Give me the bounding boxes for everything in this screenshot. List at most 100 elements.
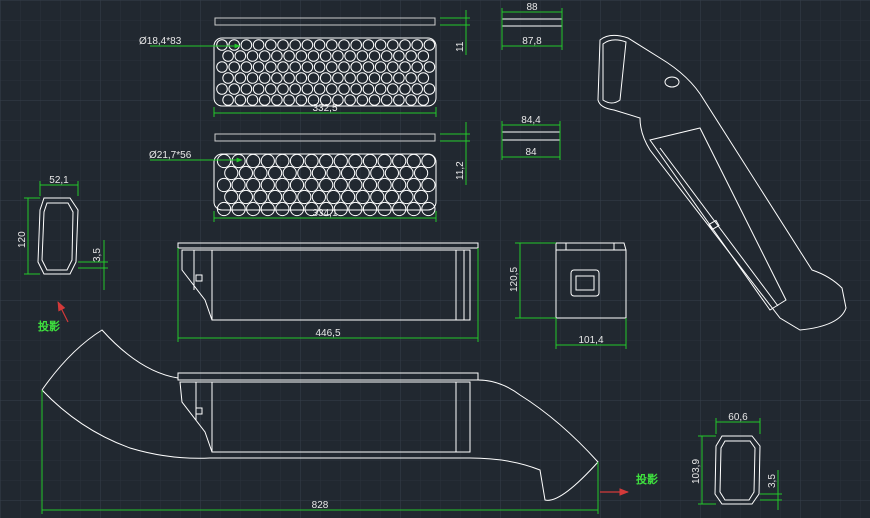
perforation-hole [319, 94, 332, 106]
perforation-hole [344, 94, 356, 106]
perforation-hole [332, 94, 344, 106]
perforation-hole [333, 201, 348, 217]
perforation-hole [332, 50, 344, 62]
perforation-hole [414, 189, 429, 205]
perforation-hole [253, 189, 268, 205]
battery-length-label: 446,5 [315, 328, 340, 339]
right-profile [714, 435, 761, 505]
perforation-hole [362, 61, 375, 73]
perforation-hole [405, 94, 417, 106]
perforation-hole [326, 83, 338, 95]
perforation-hole [260, 201, 275, 217]
perforation-hole [275, 201, 290, 217]
perforation-hole [333, 153, 348, 169]
perforation-hole [271, 50, 283, 62]
perforation-hole [313, 83, 326, 95]
perforation-hole [268, 165, 283, 181]
perforation-hole [289, 201, 305, 217]
perforation-hole [282, 165, 297, 181]
perforation-hole [348, 177, 363, 193]
perforation-hole [304, 153, 319, 169]
perforation-hole [282, 189, 297, 205]
perforation-hole [370, 165, 385, 181]
battery-length-dim [177, 248, 479, 342]
perforation-hole [356, 50, 369, 62]
top-panel-thickness-label: 11 [455, 41, 466, 52]
perforation-hole [283, 72, 295, 84]
perforation-hole [297, 165, 312, 181]
perforation-hole [319, 50, 332, 62]
perforation-hole [362, 39, 375, 51]
perforation-hole [326, 39, 338, 51]
perforation-hole [313, 61, 326, 73]
perforation-hole [423, 83, 436, 95]
perforation-hole [368, 94, 381, 106]
perforation-hole [326, 165, 341, 181]
perforation-hole [387, 83, 399, 95]
perforation-hole [265, 61, 277, 73]
perforation-hole [399, 39, 411, 51]
perforation-hole [297, 189, 312, 205]
perforation-hole [238, 189, 253, 205]
top-section-top-label: 88 [526, 2, 538, 13]
perforation-hole [234, 72, 247, 84]
perforation-hole [350, 83, 363, 95]
perforation-hole [384, 189, 399, 205]
perforation-hole [246, 72, 259, 84]
perforation-hole [268, 189, 283, 205]
perforation-hole [319, 201, 334, 217]
top-panel-length-label: 332,5 [312, 103, 337, 114]
perforation-hole [283, 94, 295, 106]
perforation-hole [411, 39, 424, 51]
perforation-hole [326, 61, 338, 73]
perforation-hole [405, 50, 417, 62]
mid-section-top-label: 84,4 [521, 115, 541, 126]
perforation-hole [338, 83, 350, 95]
perforation-hole [228, 83, 240, 95]
perforation-hole [417, 94, 430, 106]
perforation-hole [275, 153, 290, 169]
left-profile-width-label: 52,1 [49, 175, 69, 186]
perforation-hole [421, 201, 436, 217]
perforation-hole [355, 189, 370, 205]
perforation-hole [240, 61, 253, 73]
perforation-hole [341, 189, 356, 205]
projection-label-left: 投影 [38, 319, 60, 333]
perforation-hole [374, 39, 387, 51]
perforation-hole [356, 72, 369, 84]
perforation-hole [231, 201, 246, 217]
perforation-hole [368, 72, 381, 84]
perforation-hole [393, 72, 405, 84]
perforation-hole [384, 165, 399, 181]
mid-panel-holes [216, 153, 436, 217]
perforation-hole [311, 189, 326, 205]
perforation-hole [301, 39, 314, 51]
perforation-hole [246, 201, 261, 217]
perforation-hole [311, 165, 326, 181]
perforation-hole [392, 177, 407, 193]
perforation-hole [265, 83, 277, 95]
perforation-hole [275, 177, 290, 193]
end-view-dims [515, 242, 627, 349]
perforation-hole [399, 61, 411, 73]
perforation-hole [374, 83, 387, 95]
perforation-hole [289, 153, 305, 169]
right-profile-dims [698, 418, 782, 510]
perforation-hole [295, 94, 308, 106]
perforation-hole [362, 177, 378, 193]
left-profile-dims [24, 181, 108, 290]
perforation-hole [252, 61, 265, 73]
mid-panel-holes-label: Ø21,7*56 [149, 150, 192, 161]
perforation-hole [304, 177, 319, 193]
perforation-hole [246, 177, 261, 193]
perforation-hole [406, 153, 421, 169]
perforation-hole [228, 61, 240, 73]
perforation-hole [289, 83, 302, 95]
perforation-hole [289, 177, 305, 193]
perforation-hole [348, 153, 363, 169]
perforation-hole [333, 177, 348, 193]
perforation-hole [387, 61, 399, 73]
perforation-hole [411, 61, 424, 73]
mid-panel-length-label: 334,1 [312, 208, 337, 219]
